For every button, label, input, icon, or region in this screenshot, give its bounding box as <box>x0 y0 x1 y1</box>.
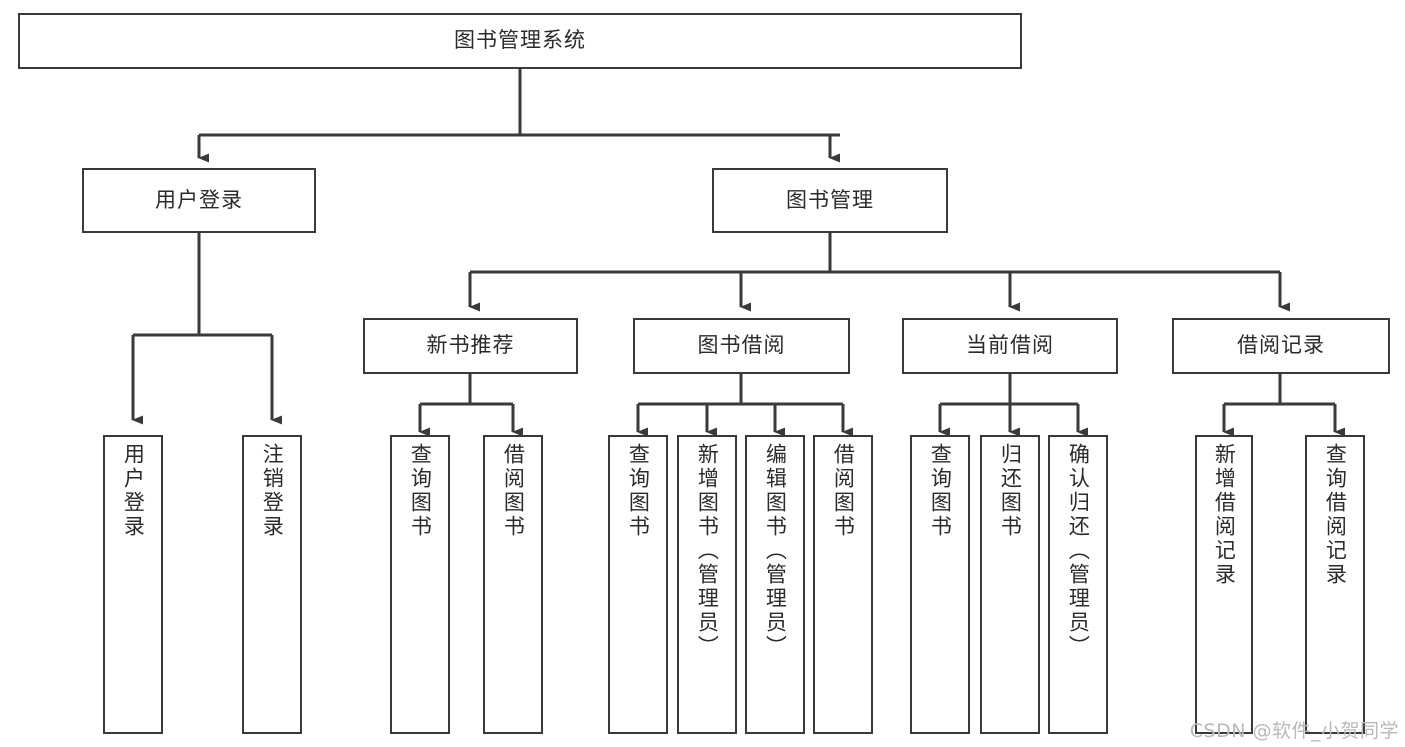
node-leaf-edit-book-label: 编辑图书（管理员） <box>763 443 788 659</box>
node-leaf-user-logout-label: 注销登录 <box>260 443 285 539</box>
node-leaf-add-record-label: 新增借阅记录 <box>1212 443 1237 587</box>
node-leaf-query-record-label: 查询借阅记录 <box>1323 443 1348 587</box>
csdn-watermark: CSDN @软件_小贺同学 <box>1189 720 1399 742</box>
node-leaf-borrow-book-2-label: 借阅图书 <box>831 443 856 539</box>
node-leaf-return-book[interactable]: 归还图书 <box>980 435 1040 734</box>
node-leaf-edit-book[interactable]: 编辑图书（管理员） <box>745 435 805 734</box>
node-user-login-label: 用户登录 <box>155 187 243 212</box>
node-leaf-borrow-book-1[interactable]: 借阅图书 <box>483 435 543 734</box>
node-new-book-recommend-label: 新书推荐 <box>426 333 515 358</box>
node-book-manage-label: 图书管理 <box>786 187 874 212</box>
node-leaf-query-record[interactable]: 查询借阅记录 <box>1305 435 1365 734</box>
node-leaf-add-record[interactable]: 新增借阅记录 <box>1195 435 1253 734</box>
node-leaf-return-book-label: 归还图书 <box>998 443 1023 539</box>
node-leaf-query-book-2-label: 查询图书 <box>626 443 651 539</box>
node-current-borrow[interactable]: 当前借阅 <box>902 318 1118 374</box>
node-borrow-record[interactable]: 借阅记录 <box>1172 318 1390 374</box>
node-leaf-borrow-book-1-label: 借阅图书 <box>501 443 526 539</box>
node-borrow-record-label: 借阅记录 <box>1237 333 1325 358</box>
node-leaf-add-book[interactable]: 新增图书（管理员） <box>677 435 737 734</box>
node-leaf-user-login-label: 用户登录 <box>121 443 146 539</box>
node-book-manage[interactable]: 图书管理 <box>712 168 948 233</box>
node-leaf-query-book-3[interactable]: 查询图书 <box>910 435 970 734</box>
node-book-borrow-label: 图书借阅 <box>697 333 786 358</box>
node-leaf-add-book-label: 新增图书（管理员） <box>695 443 720 659</box>
node-leaf-confirm-return-label: 确认归还（管理员） <box>1066 443 1091 659</box>
node-leaf-query-book-1-label: 查询图书 <box>408 443 433 539</box>
node-book-borrow[interactable]: 图书借阅 <box>633 318 850 374</box>
node-leaf-borrow-book-2[interactable]: 借阅图书 <box>813 435 873 734</box>
node-root-label: 图书管理系统 <box>454 28 586 53</box>
node-leaf-user-logout[interactable]: 注销登录 <box>242 435 302 734</box>
node-current-borrow-label: 当前借阅 <box>966 333 1054 358</box>
node-new-book-recommend[interactable]: 新书推荐 <box>363 318 578 374</box>
node-root[interactable]: 图书管理系统 <box>18 13 1022 69</box>
node-leaf-query-book-2[interactable]: 查询图书 <box>608 435 668 734</box>
node-leaf-query-book-1[interactable]: 查询图书 <box>390 435 450 734</box>
node-leaf-user-login[interactable]: 用户登录 <box>103 435 163 734</box>
node-leaf-confirm-return[interactable]: 确认归还（管理员） <box>1048 435 1108 734</box>
node-user-login[interactable]: 用户登录 <box>82 168 316 233</box>
node-leaf-query-book-3-label: 查询图书 <box>928 443 953 539</box>
